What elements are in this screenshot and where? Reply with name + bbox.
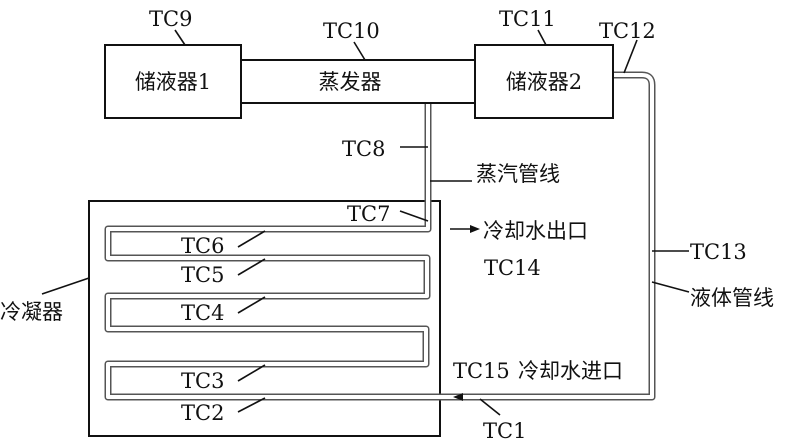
reservoir2-label: 储液器2	[506, 70, 582, 94]
tc6-label: TC6	[181, 234, 224, 258]
tc11-leader	[537, 29, 547, 46]
tc2-leader	[237, 397, 266, 413]
tc9-label: TC9	[149, 7, 192, 31]
reservoir1-label: 储液器1	[135, 70, 211, 94]
tc10-leader	[353, 41, 366, 61]
tc10-label: TC10	[323, 19, 380, 43]
tc12-leader	[623, 39, 638, 74]
reservoir1-box	[104, 44, 242, 119]
tc4-label: TC4	[181, 301, 224, 325]
tc3-label: TC3	[181, 369, 224, 393]
tc5-label: TC5	[181, 263, 224, 287]
evaporator-label: 蒸发器	[319, 70, 382, 94]
tc7-leader	[399, 210, 429, 222]
leader-lines	[41, 29, 690, 416]
tc13-label: TC13	[690, 240, 747, 264]
tc11-label: TC11	[499, 7, 556, 31]
coolant-outlet-arrow	[450, 225, 480, 233]
tc4-leader	[237, 296, 266, 314]
coolant-inlet-label: 冷却水进口	[518, 359, 623, 383]
pipework	[104, 71, 656, 401]
tc14-label: TC14	[484, 256, 541, 280]
tc7-label: TC7	[347, 202, 390, 226]
tc3-leader	[237, 364, 266, 382]
tc9-leader	[174, 29, 186, 46]
liquid-line-leader	[651, 281, 690, 293]
liquid-line-label: 液体管线	[690, 286, 774, 310]
tc1-label: TC1	[483, 419, 526, 443]
coolant-outlet-label: 冷却水出口	[483, 219, 588, 243]
condenser-label: 冷凝器	[0, 300, 63, 324]
tc5-leader	[237, 258, 266, 276]
tc1-leader	[479, 398, 501, 416]
vapor-line-label: 蒸汽管线	[476, 162, 560, 186]
tc15-label: TC15	[453, 359, 510, 383]
tc8-label: TC8	[342, 137, 385, 161]
condenser-leader	[41, 277, 90, 295]
tc6-leader	[237, 230, 266, 248]
tc2-label: TC2	[181, 401, 224, 425]
coolant-inlet-arrow	[453, 393, 463, 401]
condenser-box	[88, 200, 441, 437]
reservoir2-box	[474, 44, 614, 119]
tc12-label: TC12	[599, 19, 656, 43]
